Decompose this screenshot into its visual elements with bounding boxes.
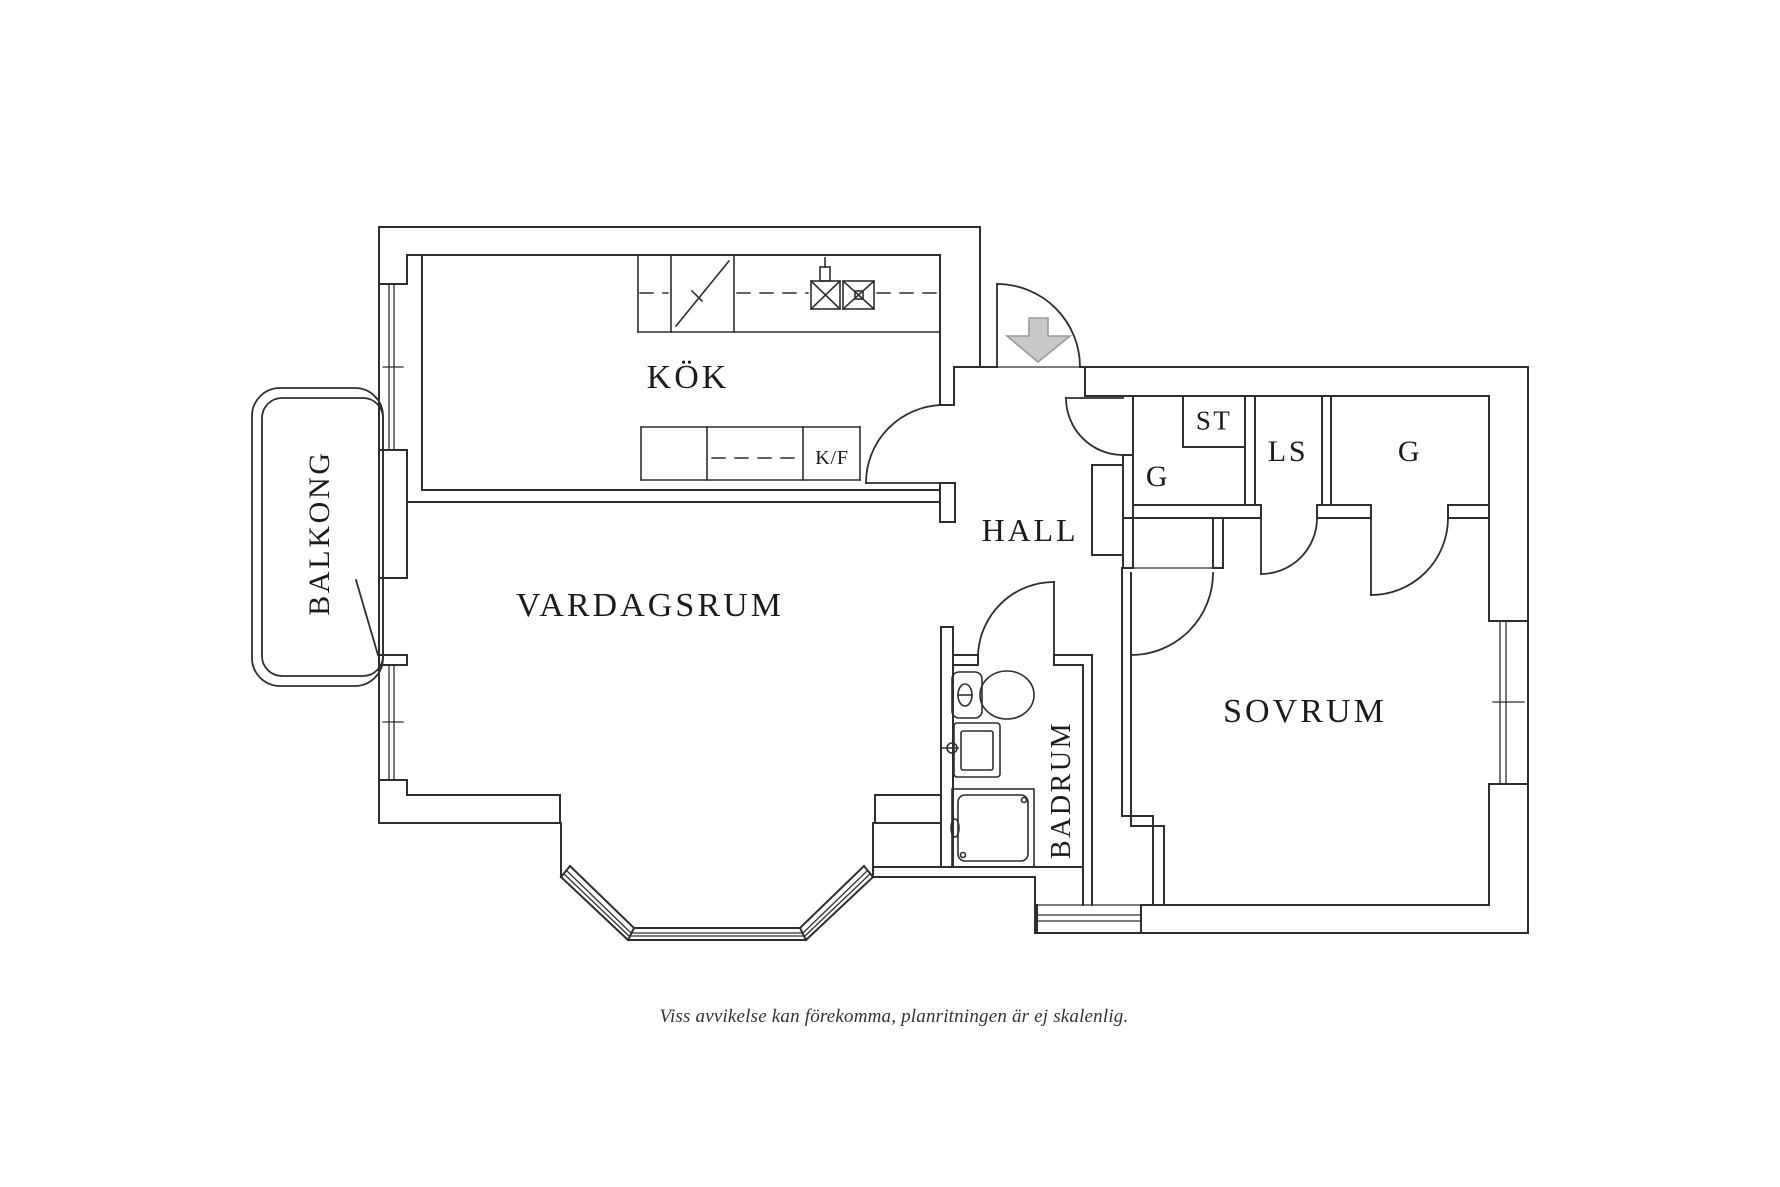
window-bedroom-east — [1492, 620, 1525, 785]
label-kitchen: KÖK — [646, 359, 730, 396]
balcony-door-leaf — [354, 578, 380, 657]
radiator-icon — [1091, 464, 1124, 556]
shower-icon — [950, 788, 1035, 868]
disclaimer-caption: Viss avvikelse kan förekomma, planritnin… — [659, 1006, 1129, 1027]
label-fridge-freezer: K/F — [815, 447, 849, 469]
closet-ls-door — [1260, 517, 1318, 575]
closet-g1-door — [1065, 397, 1124, 456]
walls — [378, 226, 1529, 942]
closet-g2-door — [1370, 517, 1449, 596]
label-closet-g2: G — [1397, 435, 1423, 468]
bedroom-door — [1130, 567, 1214, 656]
kitchen-counter-top — [637, 254, 941, 333]
bathroom-door — [977, 581, 1055, 656]
label-balcony: BALKONG — [303, 450, 336, 616]
label-closet-g1: G — [1145, 460, 1171, 493]
window-south-bathroom — [1036, 914, 1142, 922]
fridge-freezer-unit — [640, 426, 861, 481]
stove-icon — [670, 254, 735, 333]
washbasin-icon — [940, 722, 1001, 778]
label-living-room: VARDAGSRUM — [515, 587, 785, 624]
label-hall: HALL — [981, 512, 1079, 548]
label-closet-ls: LS — [1267, 435, 1309, 468]
toilet-icon — [951, 670, 1035, 720]
kitchen-door — [865, 404, 943, 484]
label-closet-st: ST — [1195, 405, 1233, 436]
bay-window-glazing — [563, 870, 871, 937]
entry-door — [996, 283, 1081, 368]
entry-arrow-icon — [1004, 317, 1073, 364]
label-bedroom: SOVRUM — [1223, 693, 1387, 730]
label-bathroom: BADRUM — [1046, 720, 1077, 860]
kitchen-sink-icon — [809, 257, 876, 311]
balcony-outline — [251, 387, 384, 687]
window-left-lower — [378, 664, 408, 781]
